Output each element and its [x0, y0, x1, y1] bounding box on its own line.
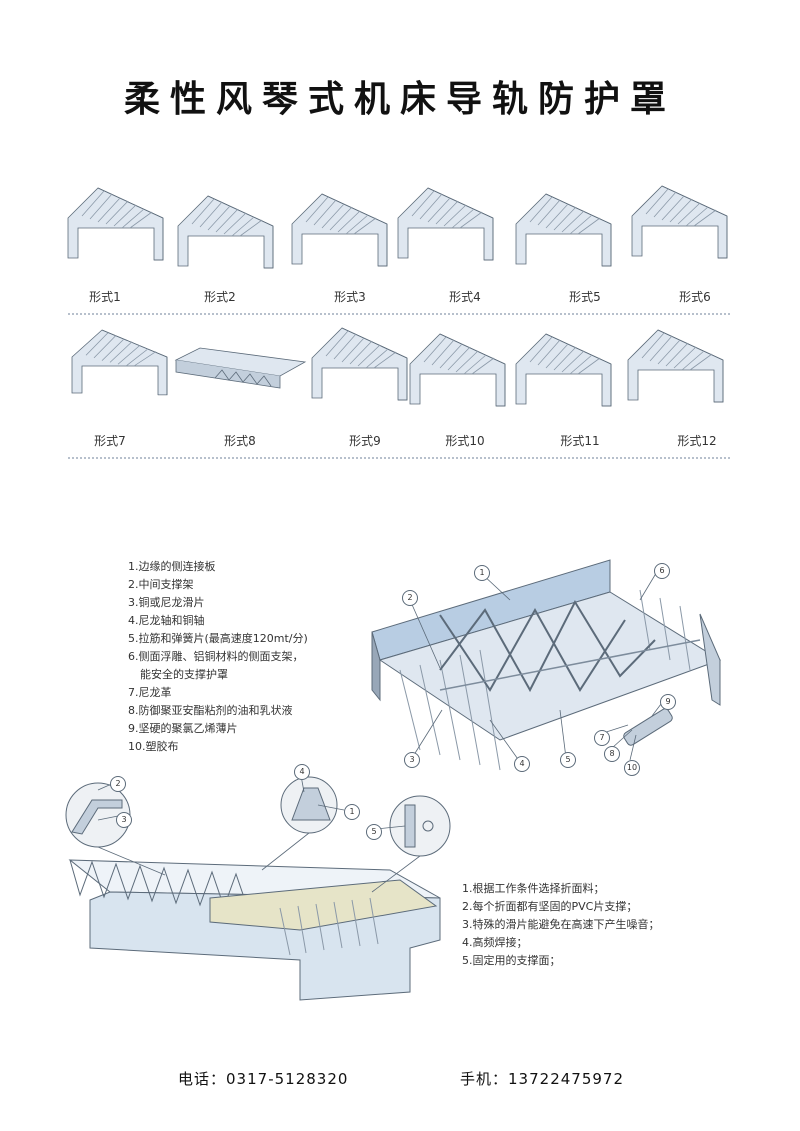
page-title: 柔性风琴式机床导轨防护罩 [123, 79, 676, 120]
divider-1 [68, 313, 730, 315]
callout-number: 3 [404, 752, 420, 768]
feature-item: 5.固定用的支撑面； [462, 954, 561, 967]
callout-number: 10 [624, 760, 640, 776]
legend-item: 5.拉筋和弹簧片(最高速度120mt/分) [128, 632, 308, 645]
form-3-illustration [291, 193, 388, 267]
form-label-3: 形式3 [334, 290, 366, 304]
mobile-number: 13722475972 [508, 1070, 624, 1088]
form-9-illustration [311, 327, 408, 401]
form-label-11: 形式11 [560, 434, 600, 448]
legend-item: 3.铜或尼龙滑片 [128, 596, 205, 609]
phone-number: 0317-5128320 [226, 1070, 349, 1088]
legend-item: 9.坚硬的聚氯乙烯薄片 [128, 722, 238, 735]
legend-item: 7.尼龙革 [128, 686, 172, 699]
form-12-illustration [627, 329, 724, 403]
form-label-10: 形式10 [445, 434, 485, 448]
form-label-12: 形式12 [677, 434, 717, 448]
callout-number: 1 [474, 565, 490, 581]
callout-number: 4 [294, 764, 310, 780]
legend-item: 6.侧面浮雕、铝铜材料的侧面支架， [128, 650, 304, 663]
form-7-illustration [71, 329, 168, 396]
form-label-9: 形式9 [349, 434, 381, 448]
parts-legend: 1.边缘的侧连接板 2.中间支撑架 3.铜或尼龙滑片 4.尼龙轴和铜轴 5.拉筋… [128, 558, 308, 756]
divider-2 [68, 457, 730, 459]
callout-number: 2 [110, 776, 126, 792]
callout-number: 8 [604, 746, 620, 762]
form-2-illustration [177, 195, 274, 269]
form-label-6: 形式6 [679, 290, 711, 304]
callout-number: 2 [402, 590, 418, 606]
form-8-illustration [174, 347, 307, 389]
callout-number: 5 [366, 824, 382, 840]
mobile-label: 手机： [460, 1070, 509, 1088]
mobile-line: 手机：13722475972 [460, 1068, 624, 1089]
callout-number: 1 [344, 804, 360, 820]
form-4-illustration [397, 187, 494, 261]
legend-item: 2.中间支撑架 [128, 578, 194, 591]
phone-line: 电话：0317-5128320 [178, 1068, 348, 1089]
form-label-1: 形式1 [89, 290, 121, 304]
callout-number: 5 [560, 752, 576, 768]
legend-item: 1.边缘的侧连接板 [128, 560, 216, 573]
callout-number: 9 [660, 694, 676, 710]
form-label-4: 形式4 [449, 290, 481, 304]
form-label-5: 形式5 [569, 290, 601, 304]
form-11-illustration [515, 333, 612, 407]
form-6-illustration [631, 185, 728, 259]
feature-item: 1.根据工作条件选择折面料； [462, 882, 605, 895]
features-list: 1.根据工作条件选择折面料； 2.每个折面都有坚固的PVC片支撑； 3.特殊的滑… [462, 880, 660, 970]
feature-item: 3.特殊的滑片能避免在高速下产生噪音； [462, 918, 660, 931]
machine-cover-illustration [65, 776, 451, 1001]
phone-label: 电话： [178, 1070, 227, 1088]
form-label-7: 形式7 [94, 434, 126, 448]
legend-item: 10.塑胶布 [128, 740, 179, 753]
form-1-illustration [67, 187, 164, 261]
callout-number: 3 [116, 812, 132, 828]
legend-item: 8.防御聚亚安酯粘剂的油和乳状液 [128, 704, 293, 717]
feature-item: 2.每个折面都有坚固的PVC片支撑； [462, 900, 638, 913]
callout-number: 4 [514, 756, 530, 772]
feature-item: 4.高频焊接； [462, 936, 528, 949]
legend-item: 能安全的支撑护罩 [140, 668, 228, 681]
exploded-structure-diagram [371, 559, 722, 771]
callout-number: 6 [654, 563, 670, 579]
callout-number: 7 [594, 730, 610, 746]
detail-circle-right [389, 795, 451, 857]
form-label-2: 形式2 [204, 290, 236, 304]
legend-item: 4.尼龙轴和铜轴 [128, 614, 205, 627]
form-5-illustration [515, 193, 612, 267]
form-10-illustration [409, 333, 506, 407]
callout-leader-lines [97, 569, 665, 830]
form-label-8: 形式8 [224, 434, 256, 448]
